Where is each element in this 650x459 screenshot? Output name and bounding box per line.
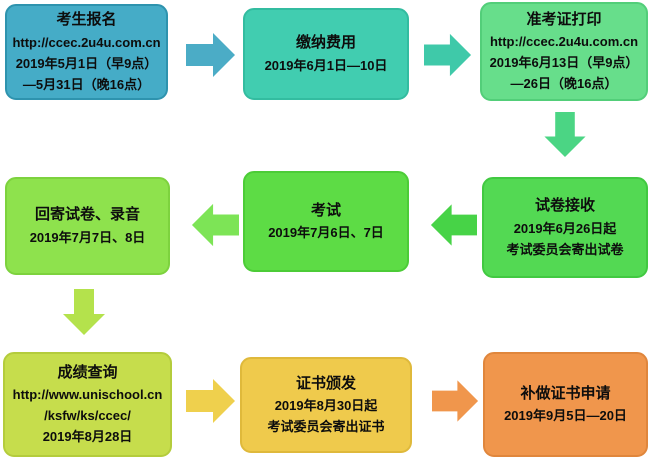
right-arrow-icon (424, 32, 472, 78)
step-title: 试卷接收 (534, 197, 595, 215)
step-date: 2019年8月30日起 (274, 398, 378, 414)
step-paper-receiving: 试卷接收 2019年6月26日起 考试委员会寄出试卷 (482, 177, 648, 278)
step-fee-payment: 缴纳费用 2019年6月1日—10日 (243, 8, 409, 100)
step-certificate-reissue-application: 补做证书申请 2019年9月5日—20日 (483, 352, 648, 457)
down-arrow-icon (543, 112, 587, 158)
step-title: 回寄试卷、录音 (34, 206, 140, 224)
step-date: 2019年6月1日—10日 (264, 57, 388, 73)
step-title: 证书颁发 (295, 374, 356, 392)
step-note: 考试委员会寄出证书 (267, 419, 385, 435)
step-url: http://ccec.2u4u.com.cn (489, 34, 639, 50)
right-arrow-icon (432, 378, 479, 424)
step-exam: 考试 2019年7月6日、7日 (243, 171, 409, 272)
step-date: 2019年7月7日、8日 (29, 229, 146, 245)
step-date: 2019年6月13日（早9点） (489, 55, 639, 71)
step-candidate-registration: 考生报名 http://ccec.2u4u.com.cn 2019年5月1日（早… (5, 4, 168, 100)
step-admission-ticket-print: 准考证打印 http://ccec.2u4u.com.cn 2019年6月13日… (480, 2, 648, 101)
step-date: —26日（晚16点） (510, 76, 618, 92)
step-title: 准考证打印 (526, 10, 602, 28)
step-date: 2019年5月1日（早9点） (15, 55, 158, 71)
right-arrow-icon (186, 378, 236, 424)
step-date: 2019年9月5日—20日 (504, 408, 627, 424)
left-arrow-icon (191, 202, 239, 248)
step-title: 考试 (310, 201, 341, 219)
step-score-query: 成绩查询 http://www.unischool.cn /ksfw/ks/cc… (3, 352, 172, 457)
down-arrow-icon (62, 289, 106, 336)
step-title: 成绩查询 (57, 363, 118, 381)
step-date: —5月31日（晚16点） (22, 76, 151, 92)
left-arrow-icon (430, 202, 477, 248)
step-certificate-issuance: 证书颁发 2019年8月30日起 考试委员会寄出证书 (240, 357, 412, 453)
step-url-path: /ksfw/ks/ccec/ (44, 408, 131, 424)
step-paper-return: 回寄试卷、录音 2019年7月7日、8日 (5, 177, 170, 275)
step-url: http://ccec.2u4u.com.cn (12, 34, 161, 50)
right-arrow-icon (186, 32, 236, 78)
step-title: 考生报名 (56, 11, 117, 29)
step-title: 缴纳费用 (295, 34, 356, 52)
step-date: 2019年6月26日起 (513, 220, 617, 236)
step-date: 2019年7月6日、7日 (268, 225, 384, 241)
step-url: http://www.unischool.cn (12, 387, 163, 403)
step-date: 2019年8月28日 (42, 429, 133, 445)
step-note: 考试委员会寄出试卷 (506, 241, 624, 257)
step-title: 补做证书申请 (520, 384, 611, 402)
